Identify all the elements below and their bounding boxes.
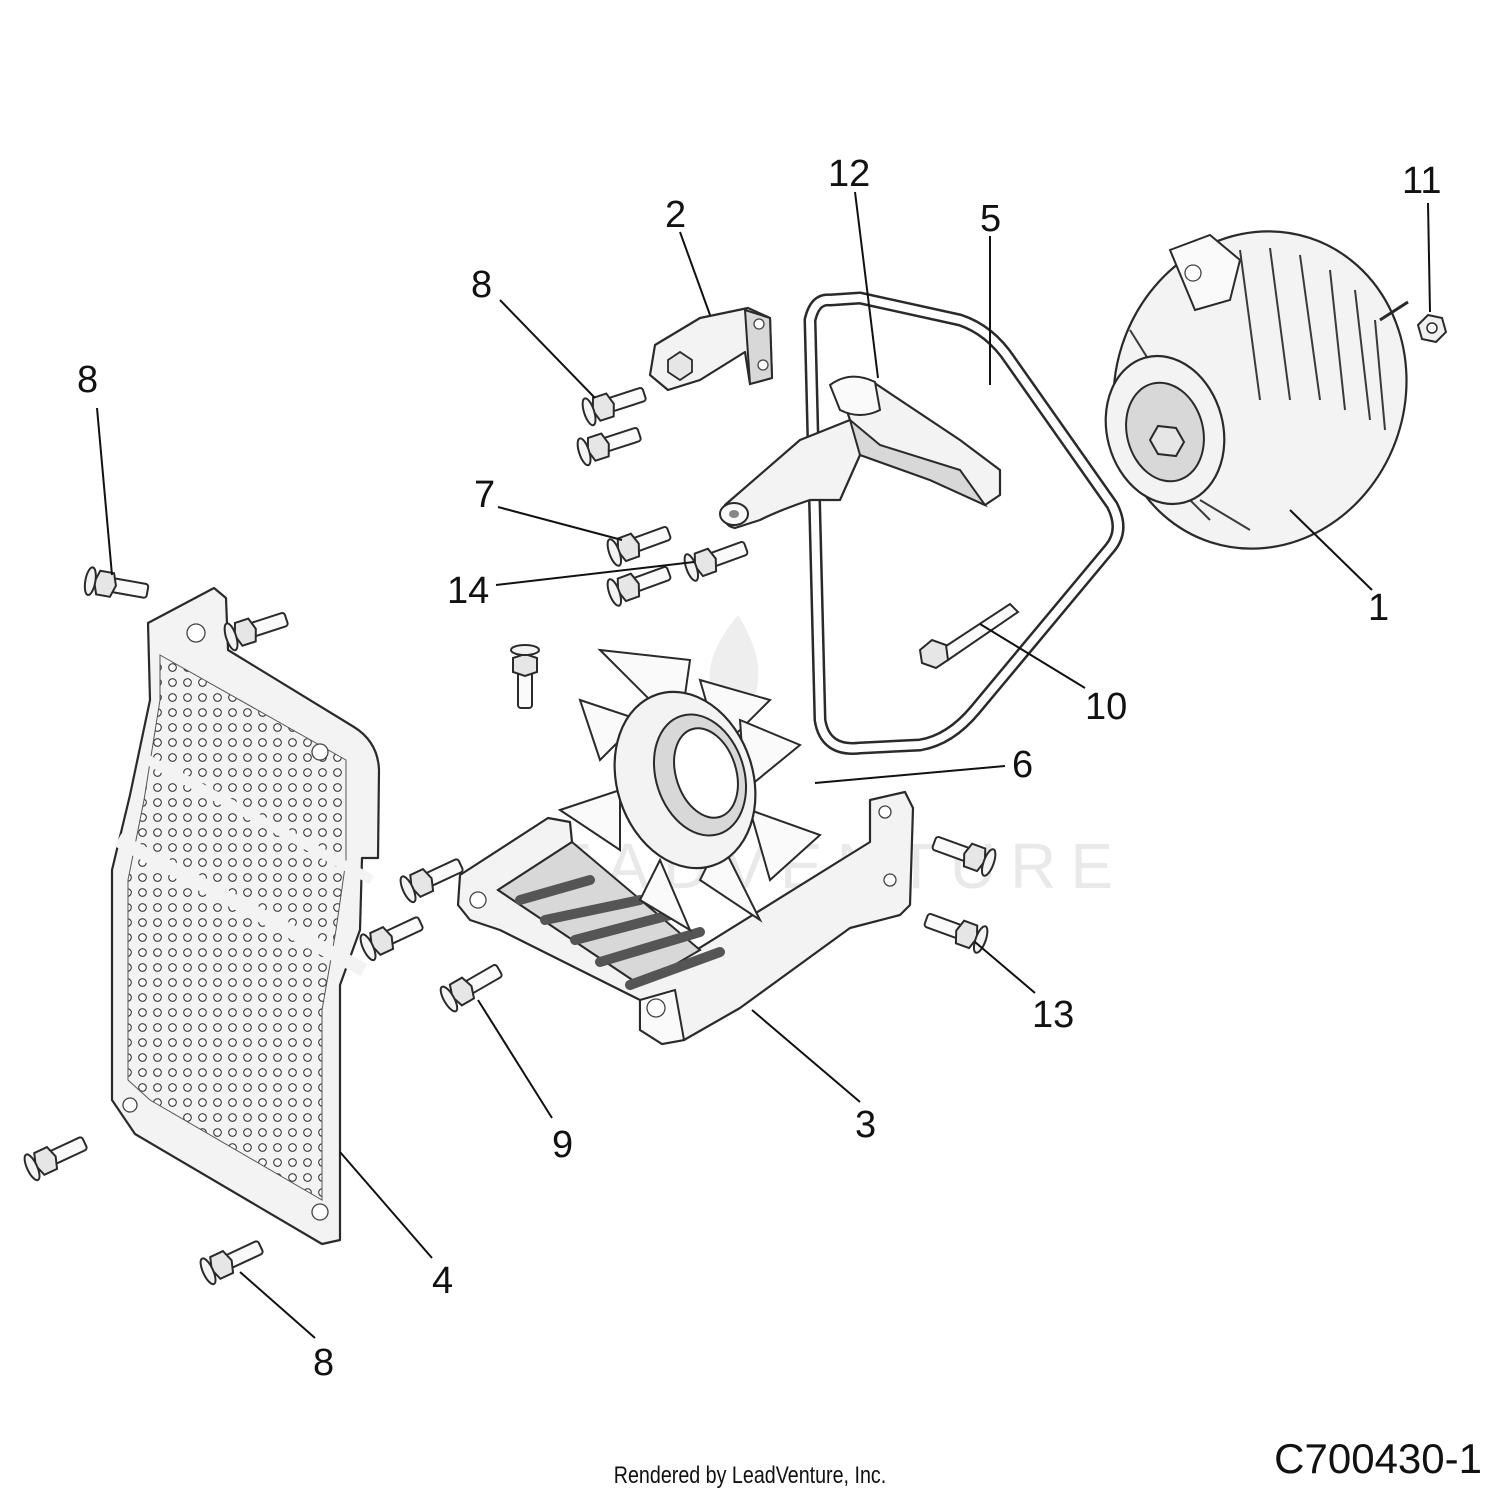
callout-6: 6	[1012, 744, 1033, 786]
render-credit: Rendered by LeadVenture, Inc.	[613, 1462, 887, 1489]
bolt-guard-mid-b	[356, 909, 428, 964]
bolt-8-upper-a	[578, 379, 650, 428]
callout-9: 9	[552, 1124, 573, 1166]
part-3-fan-bracket	[456, 790, 915, 1046]
bolt-8-top-left	[81, 565, 151, 607]
bolt-14	[680, 533, 752, 584]
callout-8-top-left: 8	[77, 359, 98, 401]
callout-7: 7	[474, 474, 495, 516]
bolt-7	[603, 518, 675, 569]
callout-5: 5	[980, 198, 1001, 240]
callout-13: 13	[1032, 994, 1074, 1036]
callout-8-bottom: 8	[313, 1342, 334, 1384]
callout-2: 2	[665, 194, 686, 236]
part-10-long-bolt	[918, 602, 1020, 670]
callout-8-upper: 8	[471, 264, 492, 306]
part-5-belt	[803, 291, 1125, 755]
callouts: 1 2 3 4 5 6 7 8 8 8 9 10 11 12 13 14	[77, 153, 1441, 1384]
drawing-number: C700430-1	[1274, 1435, 1482, 1482]
bolt-7-lower	[603, 558, 675, 609]
bolt-9	[436, 956, 508, 1015]
callout-12: 12	[828, 153, 870, 195]
callout-1: 1	[1368, 587, 1389, 629]
bolt-guard-mid-a	[396, 851, 468, 906]
part-1-alternator	[1104, 230, 1409, 550]
bolt-8-upper-b	[573, 419, 645, 468]
leader-lines	[96, 191, 1431, 1339]
bolt-8-bottom	[196, 1233, 268, 1288]
callout-3: 3	[855, 1104, 876, 1146]
part-6-fan	[557, 648, 822, 933]
part-2-small-bracket	[648, 306, 774, 392]
part-12-tensioner-arm	[719, 375, 1002, 530]
callout-11: 11	[1402, 160, 1441, 202]
callout-14: 14	[447, 570, 489, 612]
callout-10: 10	[1085, 686, 1127, 728]
bolt-guard-top	[220, 604, 292, 653]
part-11-nut	[1416, 313, 1448, 344]
bolt-guard-bottom-left	[20, 1129, 92, 1184]
callout-4: 4	[432, 1260, 453, 1302]
part-4-perforated-guard	[110, 586, 381, 1246]
bolt-fan-mount	[510, 644, 540, 709]
